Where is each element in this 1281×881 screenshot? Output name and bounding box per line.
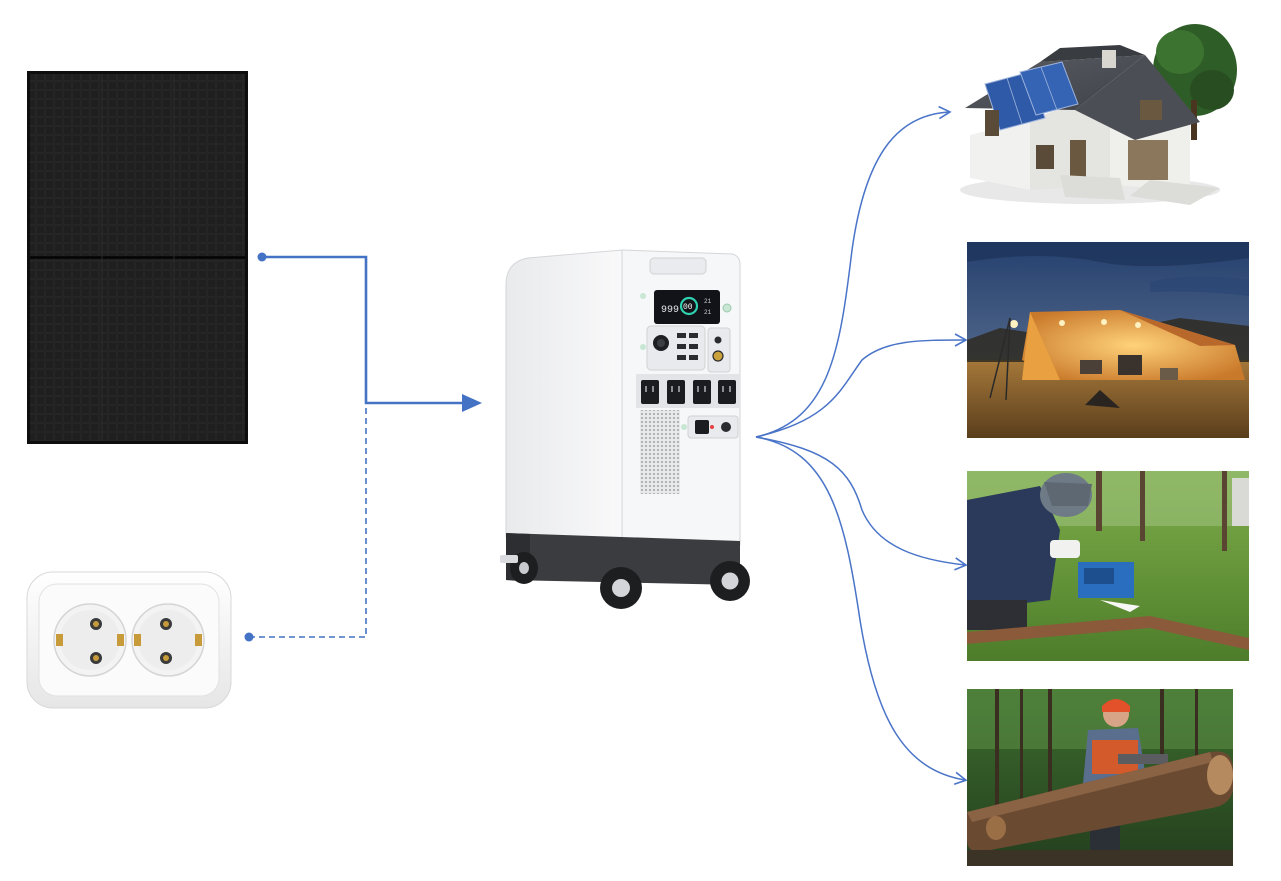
wall-socket-icon xyxy=(26,571,232,709)
edge-solar-to-station xyxy=(257,252,482,412)
house-with-solar-roof-icon xyxy=(960,24,1237,205)
edge-socket-to-station xyxy=(244,403,367,642)
edge-station-to-camping xyxy=(755,333,968,438)
socket-outlet-right xyxy=(131,603,205,677)
solar-panel-icon xyxy=(27,71,248,444)
station-display: 999 00 21 21 xyxy=(654,290,720,324)
outdoor-welding-icon xyxy=(967,471,1249,661)
socket-outlet-left xyxy=(53,603,127,677)
edge-station-to-house xyxy=(755,105,952,438)
edge-station-to-welding xyxy=(755,436,968,571)
ac-outlets xyxy=(641,380,736,404)
display-left-value: 999 xyxy=(661,305,679,316)
station-wheels xyxy=(500,552,750,609)
chainsaw-logging-icon xyxy=(967,689,1233,866)
display-right-bottom: 21 xyxy=(704,309,712,316)
display-right-top: 21 xyxy=(704,298,712,305)
display-center-value: 00 xyxy=(683,303,693,312)
roof-solar-panels xyxy=(984,61,1079,131)
edge-station-to-chainsaw xyxy=(755,436,968,786)
camping-tent-night-icon xyxy=(967,242,1249,438)
power-station-icon: 999 00 21 21 xyxy=(500,249,750,609)
